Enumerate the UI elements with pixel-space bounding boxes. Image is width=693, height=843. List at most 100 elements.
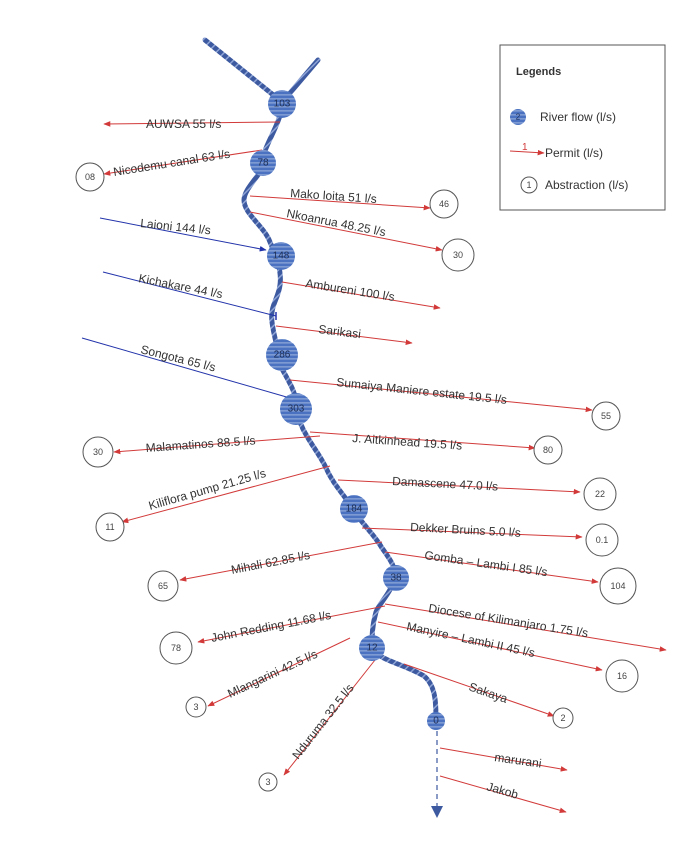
permit-label-gomba: Gomba – Lambi I 85 l/s (424, 548, 549, 579)
permit-label-marurani: marurani (494, 750, 543, 770)
permit-arrow-sakaya (403, 663, 555, 717)
river-node-0: 0 (427, 712, 445, 730)
permit-arrow-sumaiya (289, 379, 593, 413)
river-node-78: 78 (250, 150, 276, 176)
abstraction-malamatinos: 30 (82, 436, 114, 468)
permit-arrow-damascene (337, 479, 581, 495)
abstraction-nicodemu: 08 (75, 162, 105, 192)
permit-label-kiliflora: Kiliflora pump 21.25 l/s (147, 466, 268, 513)
permit-arrow-gomba (384, 551, 599, 584)
permit-label-ambureni: Ambureni 100 l/s (305, 276, 396, 304)
permit-arrow-dekker (361, 527, 583, 540)
svg-text:184: 184 (346, 504, 363, 515)
permit-label-sumaiya: Sumaiya Maniere estate 19.5 l/s (336, 375, 508, 407)
permit-arrow-auwsa (103, 121, 281, 127)
svg-text:303: 303 (288, 404, 305, 415)
tributary-kichakare-label: Kichakare 44 l/s (137, 271, 223, 301)
svg-text:38: 38 (390, 573, 402, 584)
tributaries: Laioni 144 l/s Kichakare 44 l/s Songota … (81, 216, 291, 399)
permit-label-dekker: Dekker Bruins 5.0 l/s (410, 520, 521, 540)
permit-label-john: John Redding 11.68 l/s (210, 608, 332, 645)
permit-arrow-ambureni (281, 281, 441, 310)
river-node-286: 286 (266, 339, 298, 371)
svg-text:2: 2 (516, 113, 521, 122)
abstraction-dekker: 0.1 (585, 523, 619, 557)
svg-text:12: 12 (366, 643, 378, 654)
svg-text:103: 103 (274, 99, 291, 110)
svg-text:78: 78 (171, 643, 181, 653)
svg-text:16: 16 (617, 671, 627, 681)
tributary-songota-line (81, 337, 291, 399)
tributary-laioni-line (99, 217, 267, 252)
permit-arrow-mihali (179, 541, 383, 582)
permit-label-mlangarini: Mlangarini 42.5 l/s (225, 647, 319, 701)
permit-label-damascene: Damascene 47.0 l/s (392, 474, 499, 494)
svg-text:104: 104 (610, 581, 625, 591)
river-node-38: 38 (383, 565, 409, 591)
permit-arrow-jakob (439, 775, 567, 813)
river-node-12: 12 (359, 635, 385, 661)
svg-text:80: 80 (543, 445, 553, 455)
svg-text:22: 22 (595, 489, 605, 499)
svg-text:3: 3 (265, 777, 270, 787)
abstraction-john: 78 (159, 631, 193, 665)
permit-arrow-manyire (377, 621, 603, 672)
legend-river-flow: 2 River flow (l/s) (510, 109, 616, 125)
abstraction-gomba: 104 (599, 567, 637, 605)
abstraction-mako: 46 (429, 189, 459, 219)
permit-arrow-malamatinos (113, 435, 321, 455)
permit-label-nkoanrua: Nkoanrua 48.25 l/s (285, 206, 387, 239)
svg-text:0: 0 (433, 716, 439, 727)
permit-label-sakaya: Sakaya (467, 680, 510, 706)
legend-abstraction-icon (520, 176, 538, 194)
permit-arrow-mlangarini (207, 637, 351, 707)
permit-arrow-marurani (439, 747, 568, 772)
svg-text:78: 78 (257, 158, 269, 169)
permit-label-mihali: Mihali 62.85 l/s (230, 548, 311, 577)
permit-arrow-kiliflora (121, 465, 331, 524)
river-outflow-arrow (431, 806, 443, 818)
tributary-songota-label: Songota 65 l/s (139, 342, 217, 374)
legend-abstraction-label: Abstraction (l/s) (545, 178, 628, 192)
permit-arrow-nkoanrua (249, 211, 443, 252)
svg-text:11: 11 (105, 522, 114, 532)
svg-text:286: 286 (274, 350, 291, 361)
river-node-103: 103 (268, 90, 296, 118)
river-node-303: 303 (280, 393, 312, 425)
svg-text:08: 08 (85, 172, 95, 182)
abstraction-mlangarini: 3 (185, 696, 207, 718)
svg-text:55: 55 (601, 411, 611, 421)
main-river (202, 37, 443, 818)
abstraction-aitkinhead: 80 (533, 435, 563, 465)
svg-text:46: 46 (439, 199, 449, 209)
permit-label-auwsa: AUWSA 55 l/s (146, 117, 221, 131)
legend-permit: 1 Permit (l/s) (509, 142, 603, 160)
permit-label-sarikasi: Sarikasi (318, 322, 362, 341)
abstraction-sumaiya: 55 (591, 401, 621, 431)
svg-text:1: 1 (522, 142, 528, 153)
permit-label-malamatinos: Malamatinos 88.5 l/s (145, 433, 256, 455)
permit-arrow-john (197, 605, 386, 644)
river-node-148: 148 (267, 242, 295, 270)
abstraction-circles: 08 46 30 55 30 80 11 22 (75, 162, 639, 792)
permit-label-nicodemu: Nicodemu canal 63 l/s (112, 147, 231, 179)
svg-text:30: 30 (453, 250, 463, 260)
tributary-kichakare-line (102, 271, 277, 317)
permit-arrow-nicodemu (103, 149, 263, 176)
abstraction-nkoanrua: 30 (441, 238, 475, 272)
abstraction-sakaya: 2 (552, 707, 574, 729)
abstraction-manyire: 16 (605, 659, 639, 693)
svg-text:65: 65 (158, 581, 168, 591)
permit-arrow-nduruma (283, 659, 376, 776)
permit-arrow-mako (249, 195, 431, 211)
legend-permit-arrow-icon (509, 149, 545, 156)
abstraction-damascene: 22 (583, 477, 617, 511)
svg-text:0.1: 0.1 (596, 535, 609, 545)
legend-permit-label: Permit (l/s) (545, 146, 603, 160)
svg-text:1: 1 (526, 180, 531, 190)
river-node-184: 184 (340, 495, 368, 523)
river-flow-nodes: 103 78 148 286 303 184 38 12 (250, 90, 445, 730)
permit-label-mako: Mako loita 51 l/s (290, 186, 377, 206)
permit-label-aitkinhead: J. Aitkinhead 19.5 l/s (352, 431, 463, 453)
